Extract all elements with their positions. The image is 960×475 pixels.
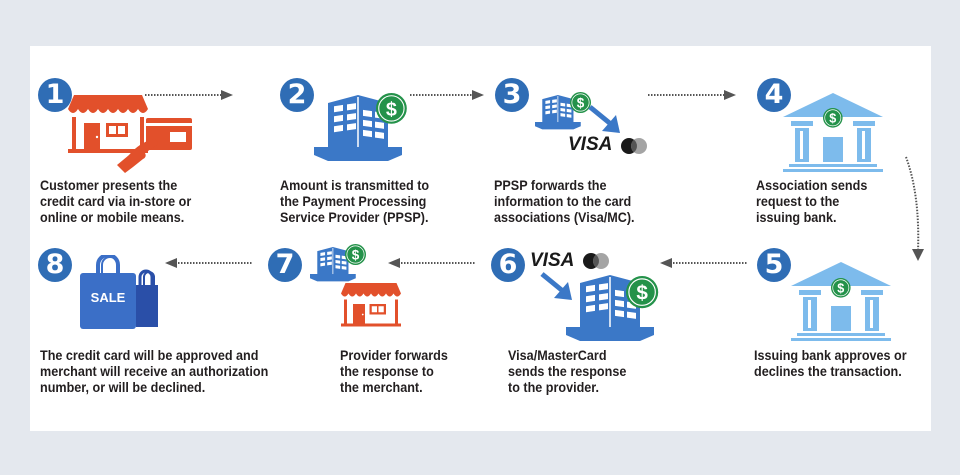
arrow-3-to-4 bbox=[648, 90, 736, 100]
step-3-badge: 3 bbox=[495, 78, 529, 112]
step-7-caption: Provider forwards the response to the me… bbox=[340, 347, 448, 395]
visa-logo: VISA bbox=[568, 134, 613, 155]
step-1-badge: 1 bbox=[38, 78, 72, 112]
bank-icon bbox=[791, 262, 891, 341]
step-5-badge: 5 bbox=[757, 248, 791, 282]
step-8-caption: The credit card will be approved and mer… bbox=[40, 347, 269, 395]
arrow-7-to-8 bbox=[165, 258, 253, 268]
step-2-caption: Amount is transmitted to the Payment Pro… bbox=[280, 177, 430, 225]
step-2-badge: 2 bbox=[280, 78, 314, 112]
shopping-bag-icon: SALE bbox=[80, 255, 158, 329]
storefront-icon bbox=[341, 283, 401, 327]
dollar-coin-icon bbox=[376, 93, 408, 125]
arrow-6-to-7 bbox=[388, 258, 476, 268]
step-6-caption: Visa/MasterCard sends the response to th… bbox=[508, 347, 627, 395]
hand-icon bbox=[117, 139, 158, 173]
dollar-coin-icon bbox=[831, 278, 851, 298]
arrow-icon bbox=[540, 272, 572, 300]
arrow-icon bbox=[588, 105, 620, 133]
arrow-5-to-6 bbox=[660, 258, 748, 268]
step-1-caption: Customer presents the credit card via in… bbox=[40, 177, 192, 225]
dollar-coin-icon bbox=[345, 244, 367, 266]
step-7-badge: 7 bbox=[268, 248, 302, 282]
mastercard-logo bbox=[621, 138, 647, 154]
arrow-1-to-2 bbox=[145, 90, 233, 100]
dollar-coin-icon bbox=[823, 108, 843, 128]
arrow-2-to-3 bbox=[410, 90, 484, 100]
sale-label: SALE bbox=[91, 290, 126, 305]
bank-icon bbox=[783, 93, 883, 172]
step-3-caption: PPSP forwards the information to the car… bbox=[494, 177, 635, 225]
step-4-badge: 4 bbox=[757, 78, 791, 112]
credit-card-icon bbox=[146, 118, 192, 150]
mastercard-logo bbox=[583, 253, 609, 269]
dollar-coin-icon bbox=[626, 276, 659, 309]
step-8-badge: 8 bbox=[38, 248, 72, 282]
step-6-badge: 6 bbox=[491, 248, 525, 282]
step-5-caption: Issuing bank approves or declines the tr… bbox=[754, 347, 907, 379]
step-4-caption: Association sends request to the issuing… bbox=[756, 177, 868, 225]
visa-logo: VISA bbox=[530, 250, 575, 271]
arrow-4-to-5 bbox=[905, 156, 924, 261]
